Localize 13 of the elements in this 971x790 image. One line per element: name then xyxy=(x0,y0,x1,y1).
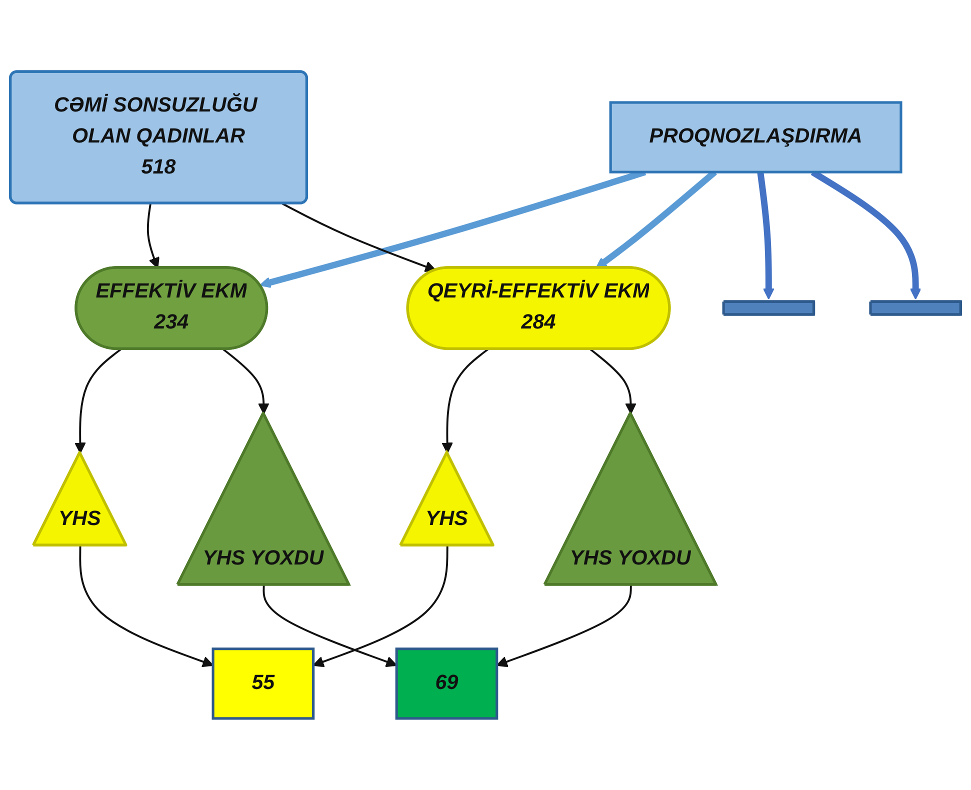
node-box: PROQNOZLAŞDIRMA xyxy=(609,101,902,174)
arrow xyxy=(442,348,489,454)
node-box: 69 xyxy=(395,648,498,720)
arrow xyxy=(262,585,398,668)
arrow xyxy=(590,348,636,414)
arrow xyxy=(757,172,774,300)
arrow xyxy=(282,202,436,272)
arrow xyxy=(74,348,122,454)
arrow xyxy=(312,546,448,668)
arrow xyxy=(496,585,632,668)
arrow xyxy=(222,348,270,414)
node-box: 55 xyxy=(212,648,315,720)
arrow xyxy=(79,546,214,668)
